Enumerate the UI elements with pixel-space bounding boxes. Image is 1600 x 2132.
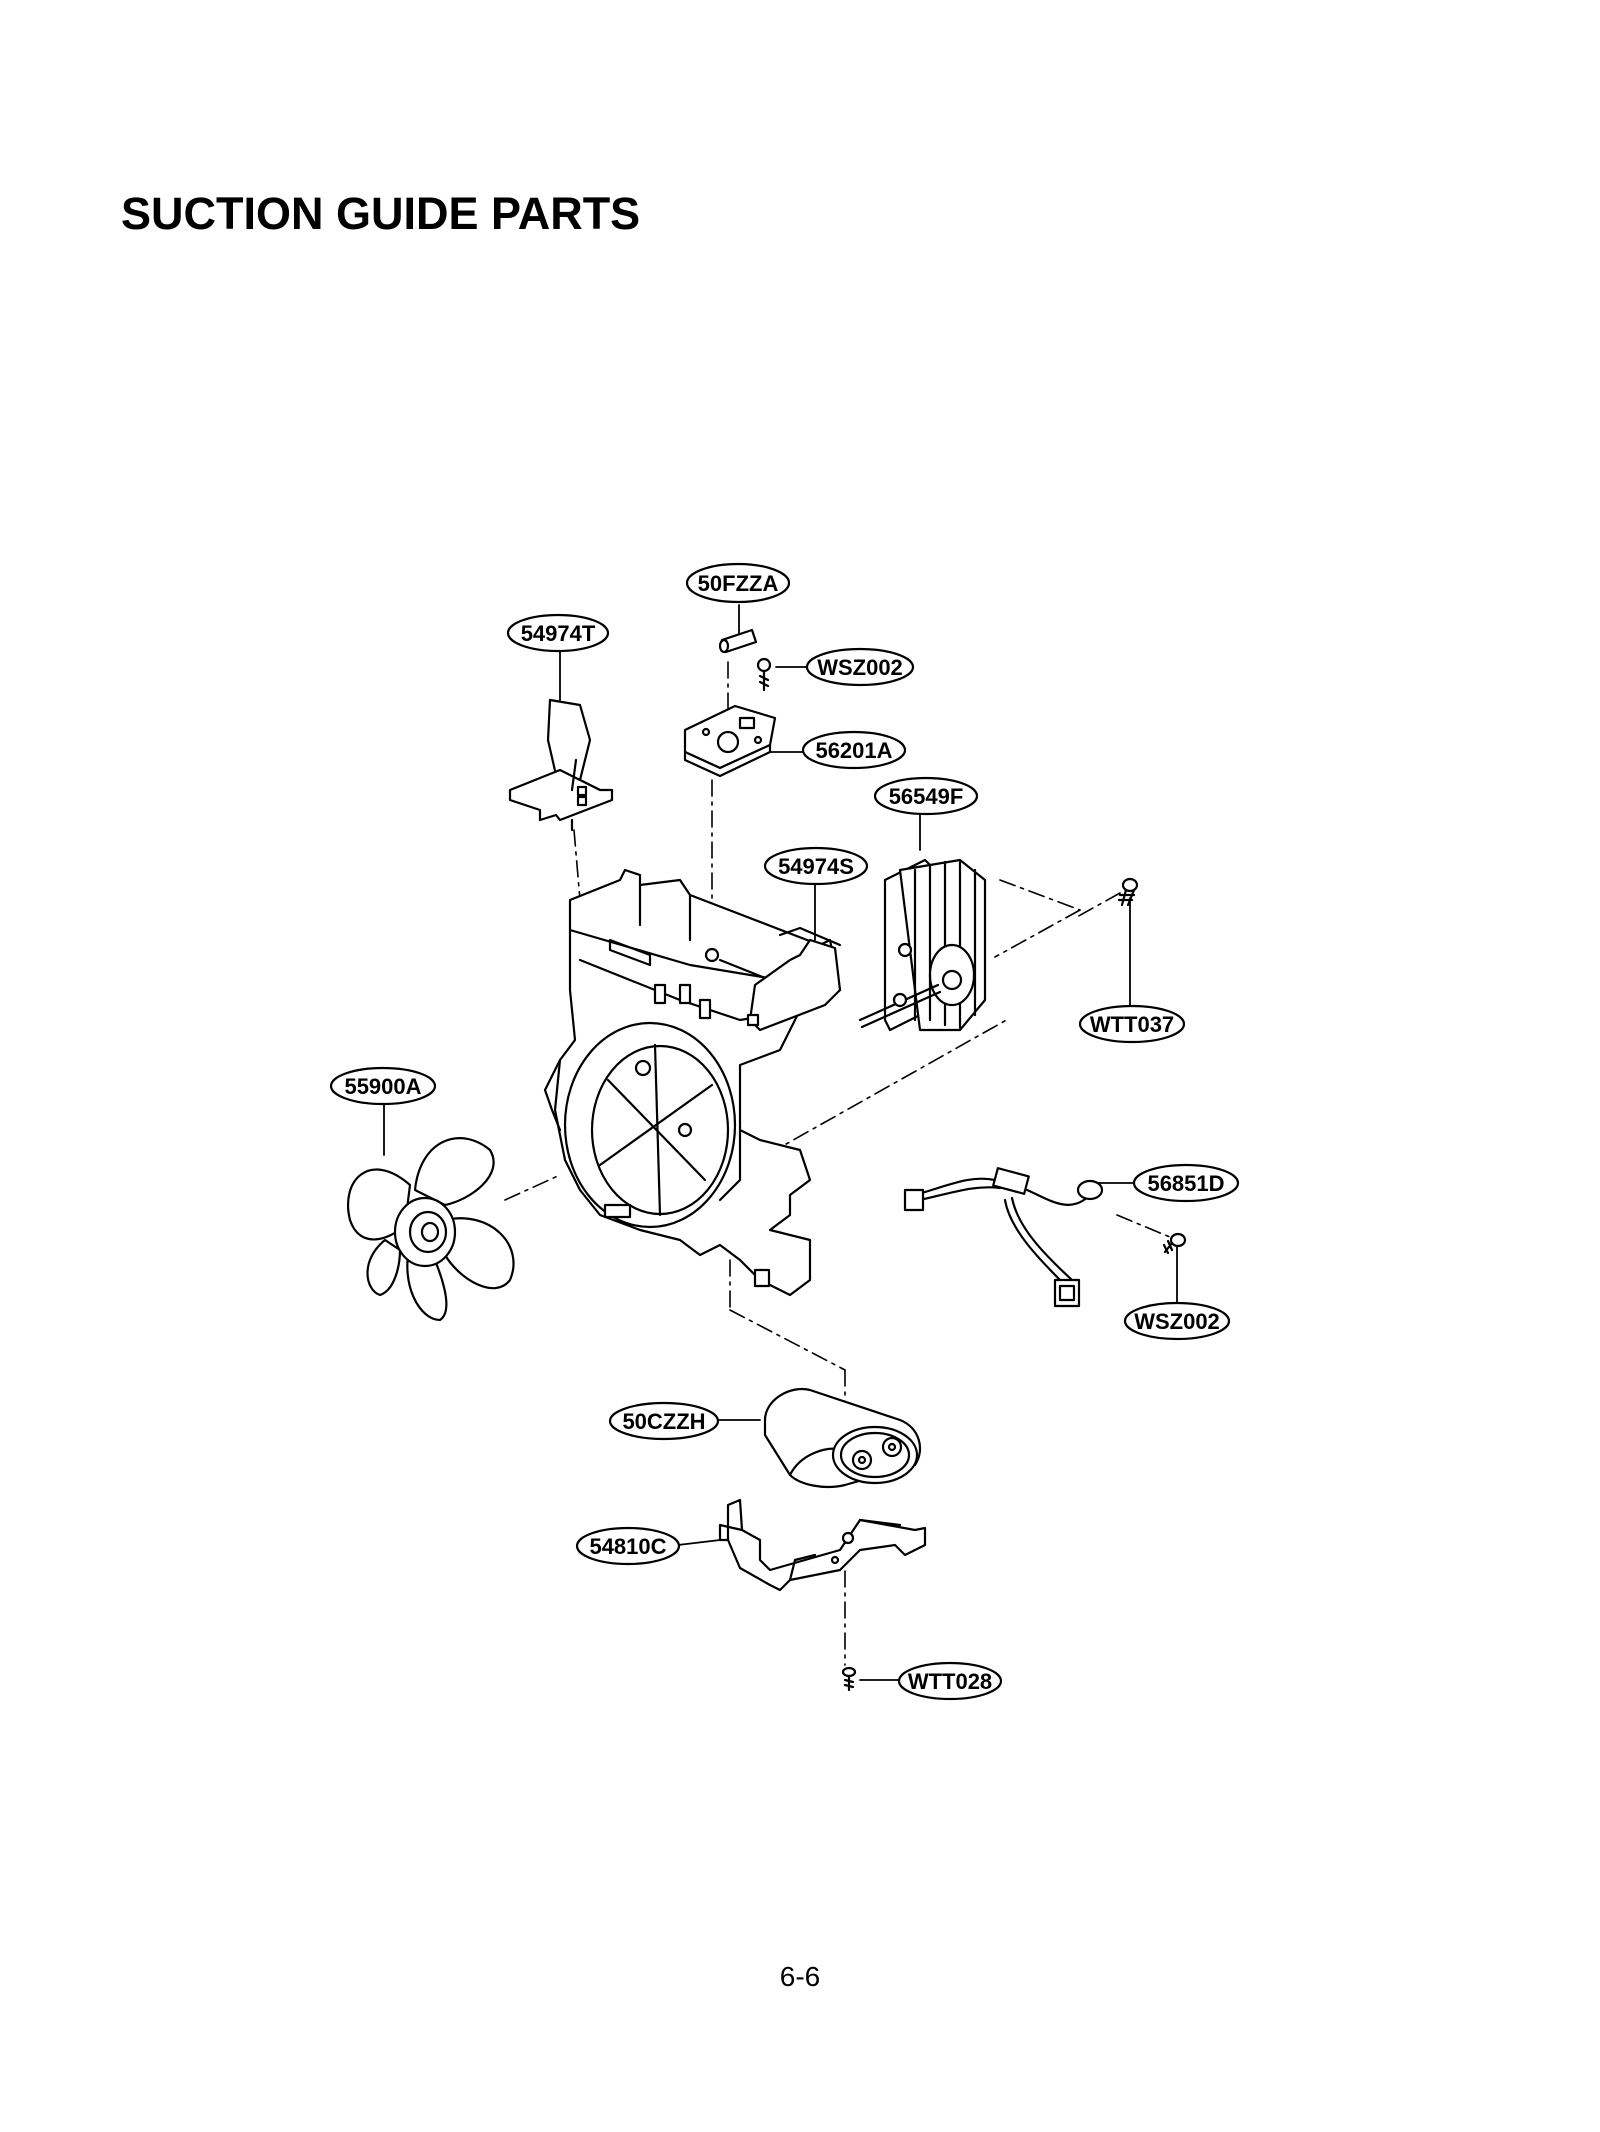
wire-harness-56851d <box>903 1167 1104 1308</box>
callout-54810c: 54810C <box>575 1526 681 1566</box>
suction-guide-housing <box>543 868 842 1297</box>
page-number: 6-6 <box>779 1961 821 1992</box>
callout-50fzza: 50FZZA <box>685 562 791 604</box>
screw-wtt037 <box>1117 877 1139 907</box>
screw-wsz002-bottom <box>1162 1232 1187 1255</box>
part-label-55900a: 55900A <box>344 1074 421 1099</box>
page-title: SUCTION GUIDE PARTS <box>121 188 641 239</box>
part-label-54810c: 54810C <box>589 1534 666 1559</box>
part-label-54974t: 54974T <box>521 621 596 646</box>
part-label-wtt028: WTT028 <box>908 1669 992 1694</box>
part-label-56549f: 56549F <box>889 784 964 809</box>
callout-54974s: 54974S <box>763 846 869 886</box>
callout-wsz002-bottom: WSZ002 <box>1123 1301 1231 1341</box>
part-label-50fzza: 50FZZA <box>698 571 779 596</box>
callout-55900a: 55900A <box>329 1066 437 1106</box>
bracket-54810c <box>718 1498 927 1592</box>
callout-wtt037: WTT037 <box>1078 1004 1186 1044</box>
holder-54974t <box>508 698 614 832</box>
leader-lines <box>383 604 1178 1681</box>
callout-56851d: 56851D <box>1132 1163 1240 1203</box>
fan-blade-55900a <box>347 1137 515 1322</box>
part-label-56201a: 56201A <box>815 738 892 763</box>
callout-50czzh: 50CZZH <box>608 1401 720 1441</box>
part-label-56851d: 56851D <box>1147 1171 1224 1196</box>
guide-54974s <box>746 926 842 1032</box>
fuse-50fzza <box>718 628 758 654</box>
callout-wtt028: WTT028 <box>897 1661 1003 1701</box>
callout-56201a: 56201A <box>801 730 907 770</box>
screw-wtt028 <box>841 1666 857 1692</box>
assembly-lines <box>504 661 1178 1666</box>
part-label-54974s: 54974S <box>778 854 854 879</box>
part-label-wsz002-top: WSZ002 <box>817 655 903 680</box>
callout-54974t: 54974T <box>506 613 610 653</box>
part-label-50czzh: 50CZZH <box>622 1409 705 1434</box>
fan-motor-56549f <box>858 858 987 1032</box>
screw-wsz002-top <box>756 657 772 692</box>
part-label-wsz002-bottom: WSZ002 <box>1134 1309 1220 1334</box>
part-label-wtt037: WTT037 <box>1090 1012 1174 1037</box>
capacitor-50czzh <box>763 1387 922 1489</box>
callout-wsz002-top: WSZ002 <box>805 647 915 687</box>
callout-56549f: 56549F <box>873 776 979 816</box>
board-56201a <box>683 704 777 778</box>
